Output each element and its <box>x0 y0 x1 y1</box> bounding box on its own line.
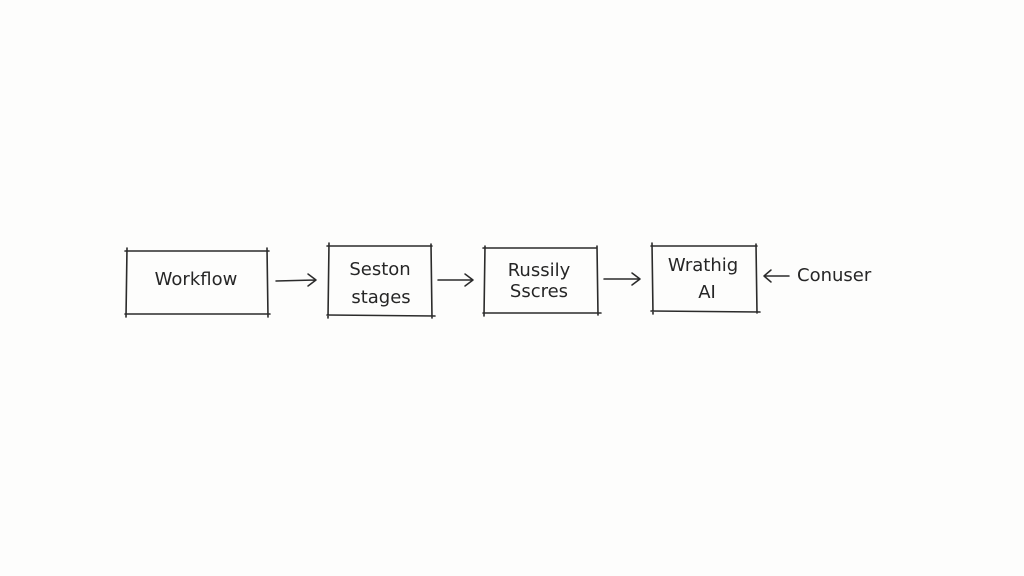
node-russily-box <box>482 245 602 317</box>
node-russily-label-line2: Sscres <box>510 281 568 302</box>
edge-russily-to-wrathig <box>603 272 641 286</box>
node-wrathig-label-line2: AI <box>698 282 716 303</box>
edge-seston-to-russily <box>437 273 474 287</box>
node-seston-box <box>326 242 436 319</box>
edge-seston-to-russily-line <box>437 273 474 287</box>
node-wrathig-box <box>650 242 761 315</box>
node-workflow: Workflow <box>124 247 271 318</box>
edge-conuser-to-wrathig: Conuser <box>763 265 872 286</box>
node-wrathig-label-line1: Wrathig <box>668 255 738 276</box>
node-wrathig: Wrathig AI <box>650 242 761 315</box>
node-workflow-box <box>124 247 271 318</box>
edge-russily-to-wrathig-line <box>603 272 641 286</box>
node-russily-label-line1: Russily <box>508 260 571 281</box>
edge-workflow-to-seston-line <box>275 273 317 287</box>
edge-conuser-to-wrathig-line <box>763 269 790 283</box>
node-seston: Seston stages <box>326 242 436 319</box>
node-workflow-label: Workflow <box>155 269 238 290</box>
node-seston-label-line1: Seston <box>349 259 410 280</box>
edge-workflow-to-seston <box>275 273 317 287</box>
node-russily: Russily Sscres <box>482 245 602 317</box>
node-seston-label-line2: stages <box>351 287 410 308</box>
side-label-conuser: Conuser <box>797 265 872 286</box>
